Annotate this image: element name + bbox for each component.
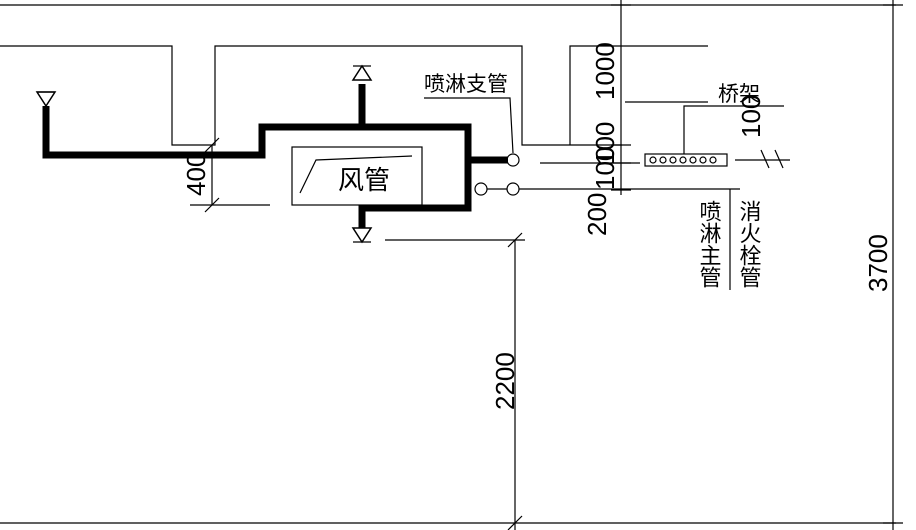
dim-label-3700: 3700 (863, 234, 893, 292)
beam-outline-left (0, 45, 622, 146)
sprinkler-branch-leader (424, 97, 514, 154)
sprinkler-head-icon (351, 227, 373, 244)
hydrant-pipe-label: 消火栓管 (736, 200, 762, 288)
cable-tray-label: 桥架 (718, 82, 760, 106)
hydrant-pipe-section (506, 182, 520, 196)
dim-tick (507, 232, 523, 248)
dim-tick (507, 515, 523, 530)
dim-tick (760, 149, 770, 169)
sprinkler-head-icon (35, 91, 57, 108)
sprinkler-branch-pipe (42, 106, 472, 228)
cable-tray-leader (683, 105, 784, 154)
dim-label-400: 400 (181, 153, 211, 196)
beam-outline-right (569, 45, 708, 145)
dim-label-2200: 2200 (490, 352, 520, 410)
dim-tick (774, 149, 784, 169)
dim-tick (204, 137, 220, 153)
dim-label-100-b: 100 (590, 147, 620, 190)
dim-label-100: 100 (590, 122, 620, 165)
air-duct (291, 146, 423, 206)
sprinkler-head-icon (351, 64, 373, 81)
cable-tray-cables (649, 156, 717, 164)
dim-label-100-tray: 100 (736, 95, 766, 138)
sprinkler-branch-label: 喷淋支管 (424, 72, 508, 96)
sprinkler-branch-pipe-section (506, 153, 520, 167)
air-duct-symbol (299, 155, 413, 194)
dim-label-1000: 1000 (590, 42, 620, 100)
dim-label-200: 200 (582, 193, 612, 236)
sprinkler-main-label: 喷淋主管 (696, 200, 722, 288)
watermark: 头条@Archua (6, 503, 78, 517)
cable-tray (644, 153, 728, 167)
air-duct-label: 风管 (338, 166, 390, 196)
sprinkler-main-pipe-section (474, 182, 488, 196)
